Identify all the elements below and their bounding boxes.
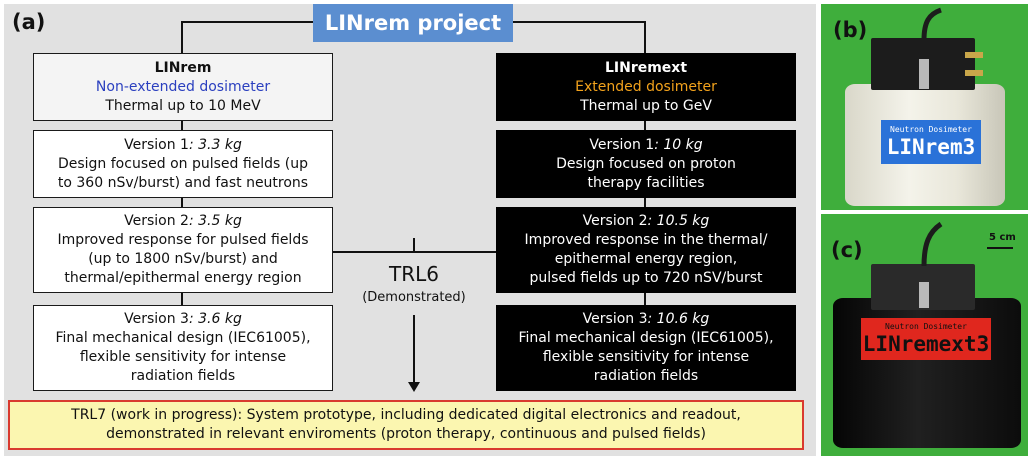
title-connector-left (181, 21, 313, 23)
trl6-vertical-stub (413, 238, 415, 252)
trl6-title: TRL6 (389, 262, 439, 286)
right-column-spine (644, 21, 646, 55)
linrem-v2-line2: (up to 1800 nSv/burst) and (88, 251, 278, 267)
linremext-v1-line2: therapy facilities (587, 174, 705, 191)
linrem-v2-prefix: Version 2 (124, 213, 189, 229)
linrem-v3-prefix: Version 3 (124, 311, 189, 327)
linremext-v2-mass: : 10.5 kg (647, 213, 710, 229)
cable-icon (919, 221, 1013, 308)
cable-icon (919, 7, 983, 89)
linremext-v2-prefix: Version 2 (582, 213, 648, 229)
linrem-version2-box: Version 2: 3.5 kg Improved response for … (33, 207, 333, 293)
linrem3-label-plate: Neutron Dosimeter LINrem3 (881, 120, 981, 164)
trl7-line2: demonstrated in relevant enviroments (pr… (106, 426, 706, 442)
linremext3-plate-small: Neutron Dosimeter (885, 322, 967, 331)
project-title: LINrem project (313, 4, 513, 42)
linrem-v1-line2: to 360 nSv/burst) and fast neutrons (57, 174, 309, 191)
left-column-spine (181, 21, 183, 55)
trl6-label: TRL6 (Demonstrated) (344, 262, 484, 305)
linrem-v3-line3: radiation fields (130, 368, 236, 384)
linremext-version3-box: Version 3: 10.6 kg Final mechanical desi… (496, 305, 796, 391)
linremext-v3-prefix: Version 3 (582, 311, 648, 327)
linremext-v3-line1: Final mechanical design (IEC61005), (518, 330, 774, 346)
linremext-name: LINremext (604, 59, 688, 76)
photo-linrem3: Neutron Dosimeter LINrem3 (b) (821, 4, 1028, 210)
linremext-v3-line3: radiation fields (593, 368, 699, 384)
panel-label-a: (a) (12, 10, 46, 34)
linrem-v1-line1: Design focused on pulsed fields (up (57, 155, 309, 172)
linrem-v1-prefix: Version 1 (124, 136, 189, 153)
linrem-v1-mass: : 3.3 kg (188, 136, 242, 153)
scale-bar-label: 5 cm (989, 232, 1016, 243)
linrem-subtitle: Non-extended dosimeter (95, 78, 271, 95)
linrem-version1-box: Version 1: 3.3 kg Design focused on puls… (33, 130, 333, 198)
trl6-horizontal-connector (333, 251, 496, 253)
trl6-status: (Demonstrated) (362, 290, 466, 305)
left-connector-3 (181, 293, 183, 305)
panel-label-b: (b) (833, 18, 868, 42)
linremext-v2-line3: pulsed fields up to 720 nSV/burst (529, 270, 763, 286)
linremext-version2-box: Version 2: 10.5 kg Improved response in … (496, 207, 796, 293)
linrem-v3-mass: : 3.6 kg (188, 311, 242, 327)
right-connector-2 (644, 198, 646, 207)
photo-linremext3: 5 cm Neutron Dosimeter LINremext3 (c) (821, 214, 1028, 456)
linrem-range: Thermal up to 10 MeV (105, 97, 261, 114)
linrem-v3-line1: Final mechanical design (IEC61005), (55, 330, 311, 346)
left-connector-2 (181, 198, 183, 207)
linremext-v3-mass: : 10.6 kg (647, 311, 710, 327)
trl7-box: TRL7 (work in progress): System prototyp… (8, 400, 804, 450)
linrem-version3-box: Version 3: 3.6 kg Final mechanical desig… (33, 305, 333, 391)
linremext-v2-line2: epithermal energy region, (554, 251, 738, 267)
trl7-line1: TRL7 (work in progress): System prototyp… (71, 407, 741, 423)
linrem-v3-line2: flexible sensitivity for intense (79, 349, 287, 365)
left-connector-1 (181, 121, 183, 130)
panel-label-c: (c) (831, 238, 863, 262)
linrem-header-box: LINrem Non-extended dosimeter Thermal up… (33, 53, 333, 121)
linremext-version1-box: Version 1: 10 kg Design focused on proto… (496, 130, 796, 198)
trl6-arrow-shaft (413, 315, 415, 383)
linremext-v1-line1: Design focused on proton (556, 155, 736, 172)
linremext-range: Thermal up to GeV (580, 97, 712, 114)
right-connector-3 (644, 293, 646, 305)
linremext-v1-prefix: Version 1 (589, 136, 655, 153)
linremext-v1-mass: : 10 kg (654, 136, 703, 153)
linrem-v2-line3: thermal/epithermal energy region (64, 270, 302, 286)
linrem-v2-line1: Improved response for pulsed fields (57, 232, 309, 248)
linrem-v2-mass: : 3.5 kg (188, 213, 242, 229)
linremext-v2-line1: Improved response in the thermal/ (524, 232, 768, 248)
linremext3-plate-large: LINremext3 (862, 332, 990, 356)
right-connector-1 (644, 121, 646, 130)
trl6-arrowhead (408, 382, 420, 392)
linrem3-plate-large: LINrem3 (886, 135, 976, 159)
linrem-name: LINrem (154, 59, 212, 76)
linremext-v3-line2: flexible sensitivity for intense (542, 349, 750, 365)
title-connector-right (513, 21, 646, 23)
linrem3-plate-small: Neutron Dosimeter (890, 125, 972, 134)
linremext-header-box: LINremext Extended dosimeter Thermal up … (496, 53, 796, 121)
linremext3-label-plate: Neutron Dosimeter LINremext3 (861, 318, 991, 360)
linremext-subtitle: Extended dosimeter (575, 78, 717, 95)
